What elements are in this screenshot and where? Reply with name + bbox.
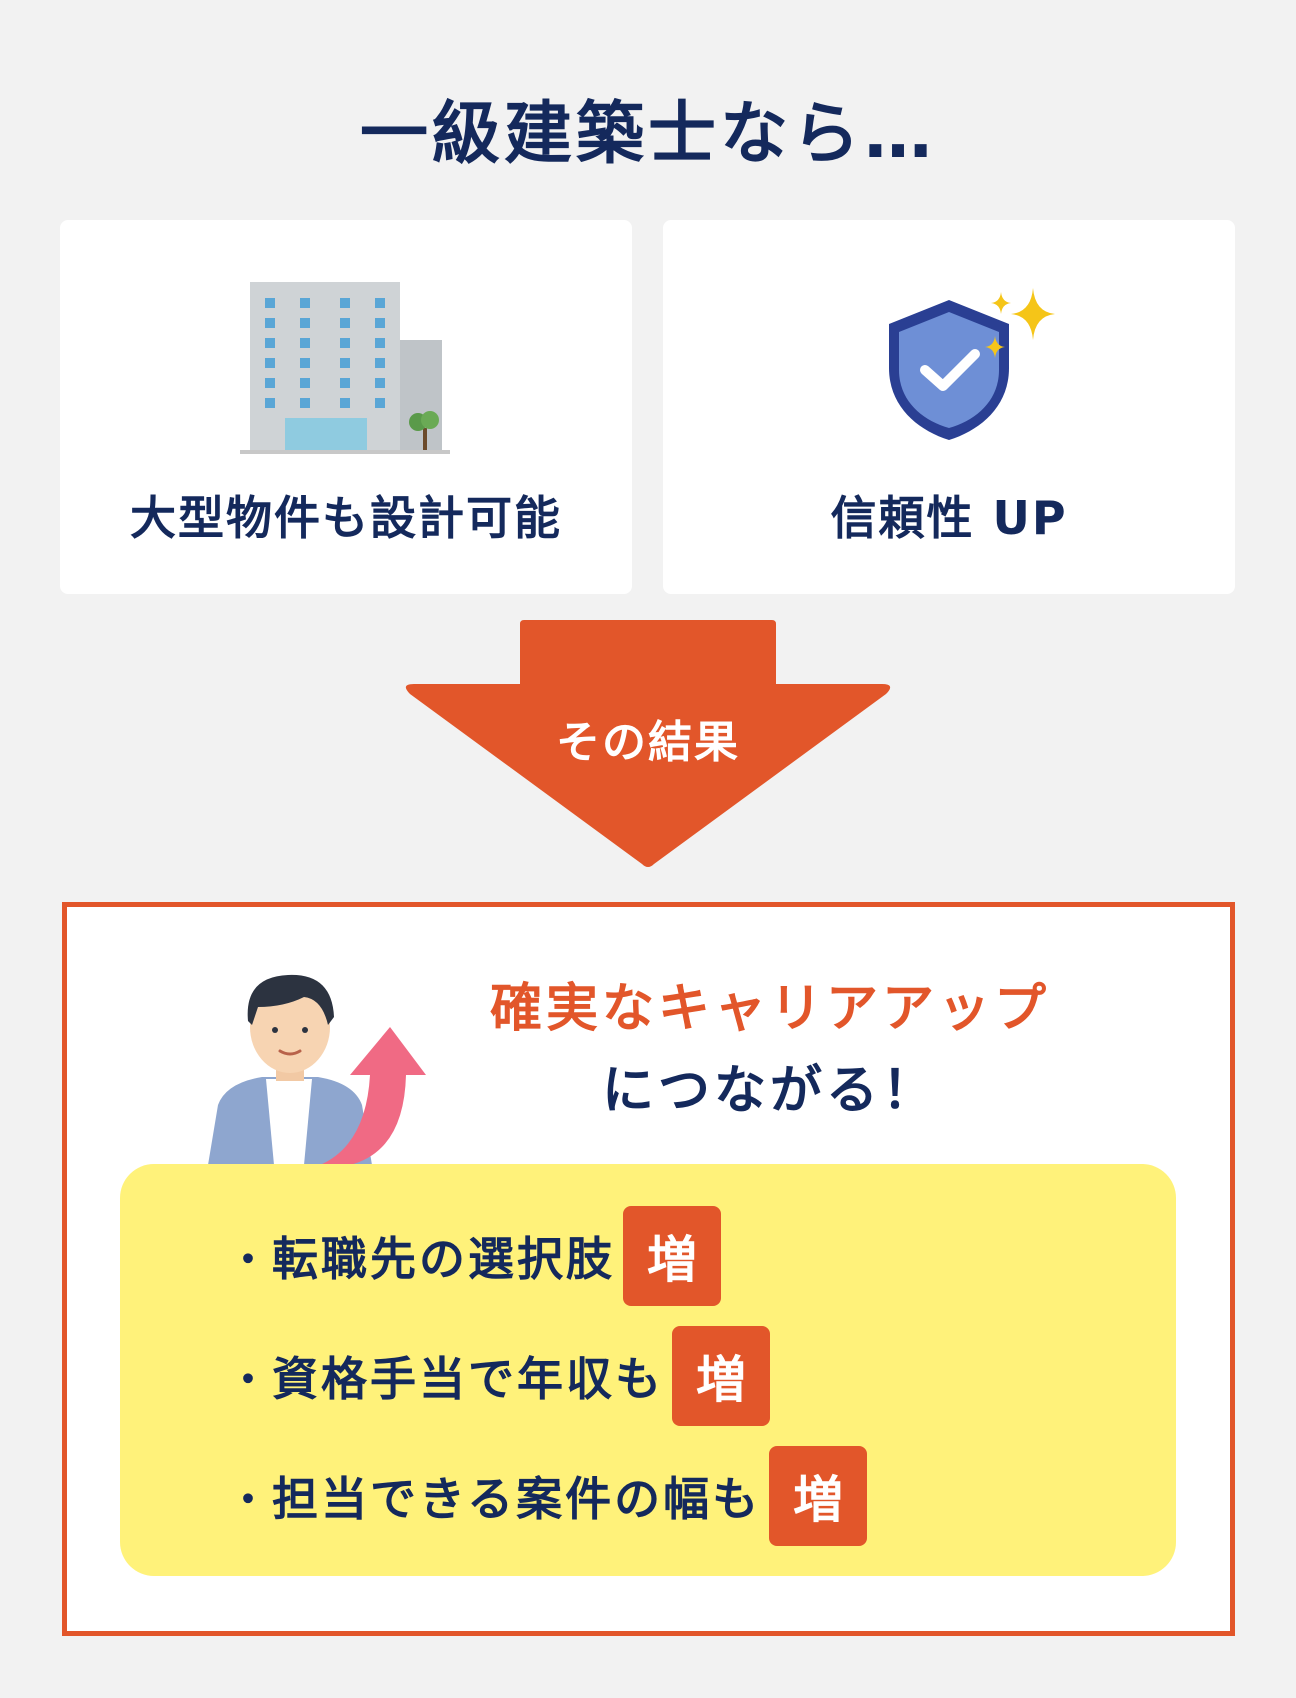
bullet: ・ — [228, 1477, 271, 1523]
increase-badge: 増 — [769, 1446, 868, 1546]
page-title: 一級建築士なら… — [359, 95, 936, 174]
bullet: ・ — [228, 1357, 271, 1403]
card-trust: 信頼性 UP — [663, 220, 1235, 594]
list-item: ・ 転職先の選択肢 増 — [228, 1205, 867, 1307]
down-arrow-icon — [405, 620, 891, 867]
list-item: ・ 担当できる案件の幅も 増 — [228, 1445, 868, 1547]
result-headline: 確実なキャリアアップ につながる！ — [380, 968, 1160, 1132]
list-item-text: 転職先の選択肢 — [272, 1232, 615, 1286]
shield-check-sparkle-icon — [889, 288, 1055, 440]
list-item-text: 資格手当で年収も — [272, 1352, 664, 1406]
arrow-label: その結果 — [556, 717, 740, 768]
benefits-list: ・ 転職先の選択肢 増 ・ 資格手当で年収も 増 ・ 担当できる案件の幅も 増 — [228, 1205, 868, 1565]
headline-sub: につながる！ — [601, 1061, 938, 1121]
card-label: 信頼性 UP — [830, 491, 1068, 545]
headline-accent: 確実なキャリアアップ — [489, 979, 1050, 1039]
list-item: ・ 資格手当で年収も 増 — [228, 1325, 867, 1427]
businessman-growth-icon — [208, 974, 426, 1165]
list-item-text: 担当できる案件の幅も — [272, 1472, 762, 1526]
increase-badge: 増 — [672, 1326, 770, 1426]
card-large-buildings: 大型物件も設計可能 — [60, 220, 632, 594]
office-building-icon — [240, 282, 450, 454]
card-label: 大型物件も設計可能 — [130, 491, 562, 545]
bullet: ・ — [228, 1237, 271, 1283]
increase-badge: 増 — [623, 1206, 721, 1306]
